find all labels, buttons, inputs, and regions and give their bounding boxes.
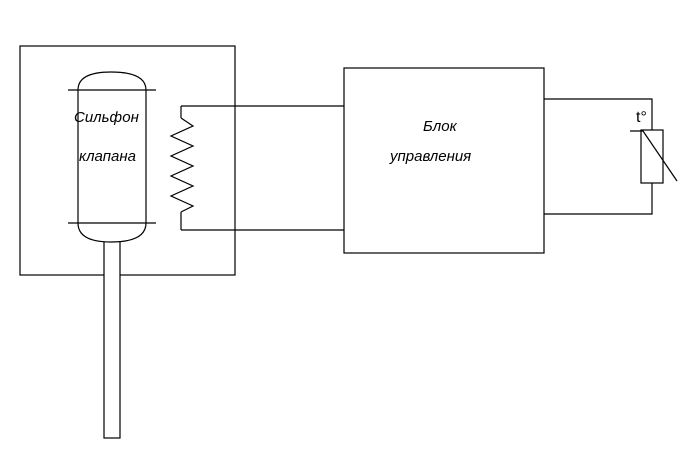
thermistor-body (640, 129, 664, 184)
wire-sensor-top (544, 98, 653, 130)
valve-housing (19, 45, 236, 276)
control-unit-label-line1: Блок (423, 118, 457, 135)
bellows-top-cap (77, 71, 147, 91)
control-unit-box (343, 67, 545, 254)
wire-sensor-bottom (544, 183, 653, 215)
heater-resistor (169, 106, 195, 230)
bellows-label-line2: клапана (79, 148, 136, 165)
bellows-label-line1: Сильфон (74, 109, 139, 126)
valve-stem (103, 237, 121, 439)
heater-zigzag (169, 117, 195, 213)
bellows-bottom-cap (77, 222, 147, 243)
bellows (68, 71, 156, 243)
control-unit-label-line2: управления (390, 148, 472, 165)
thermistor-label: t° (636, 109, 647, 126)
thermistor-mark (630, 130, 678, 182)
